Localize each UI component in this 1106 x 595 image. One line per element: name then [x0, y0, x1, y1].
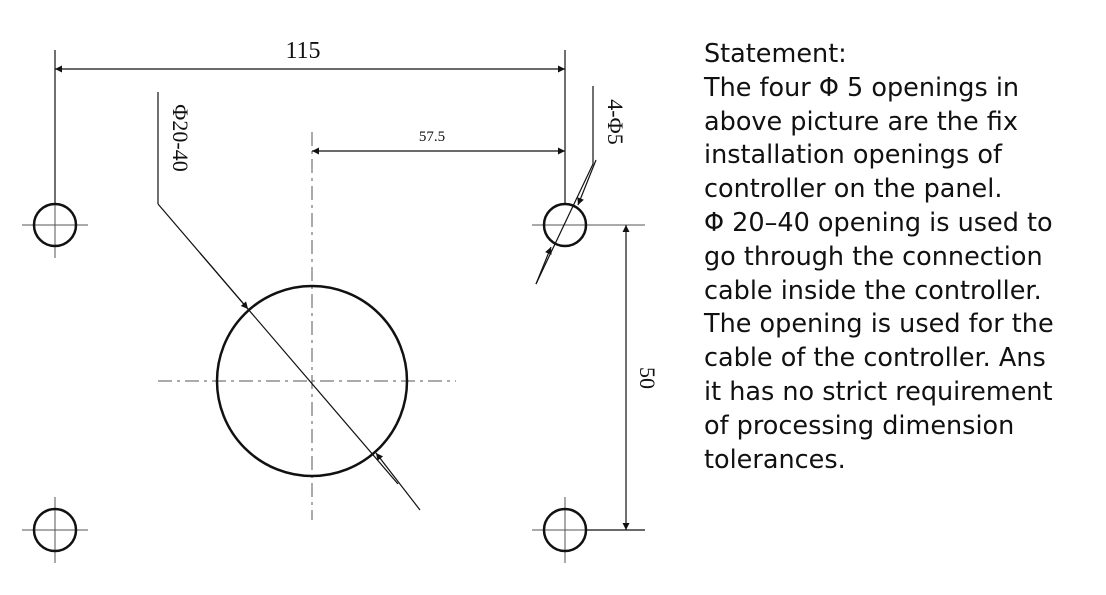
statement-line: cable of the controller. Ans [704, 343, 1046, 374]
fix-hole-bottom-left [32, 507, 78, 553]
label-center-opening-diameter: Φ20-40 [168, 104, 193, 171]
statement-line: above picture are the fix [704, 106, 1018, 137]
statement-line: cable inside the controller. [704, 275, 1042, 306]
statement-line: it has no strict requirement [704, 376, 1053, 407]
hole-center-lines [22, 192, 645, 563]
fix-hole-arrow-out [535, 246, 552, 285]
fix-hole-arrow-in [577, 159, 597, 206]
statement-line: The four Φ 5 openings in [704, 72, 1020, 103]
center-hole-center-lines [158, 132, 456, 520]
extension-lines [54, 50, 645, 531]
statement-line: controller on the panel. [704, 174, 1003, 205]
statement-line: go through the connection [704, 241, 1043, 272]
diameter-arrow-out [375, 452, 421, 511]
dim-text-vertical-spacing: 50 [635, 367, 660, 389]
diameter-line-center-opening [157, 203, 399, 485]
label-fix-holes: 4-Φ5 [603, 99, 628, 144]
statement-line: tolerances. [704, 444, 846, 475]
statement-line: of processing dimension [704, 410, 1015, 441]
dim-text-overall-width: 115 [285, 38, 320, 64]
statement-line: installation openings of [704, 140, 1002, 171]
diameter-arrow-in [199, 252, 249, 310]
statement-line: The opening is used for the [704, 309, 1054, 340]
statement-line: Φ 20–40 opening is used to [704, 207, 1053, 238]
dim-text-half-width: 57.5 [419, 129, 445, 145]
leader-fix-holes [535, 86, 594, 285]
center-cable-opening [215, 284, 409, 478]
statement-note: Statement: The four Φ 5 openings in abov… [704, 38, 1099, 477]
statement-title: Statement: [704, 39, 847, 69]
